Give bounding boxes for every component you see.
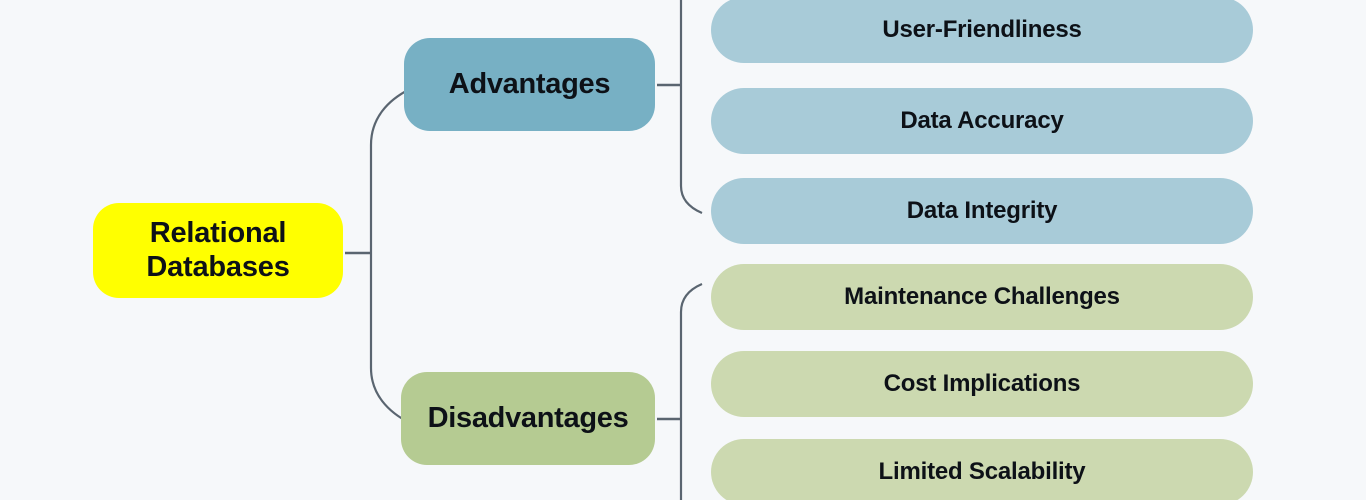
leaf-node-maintenance-challenges[interactable]: Maintenance Challenges xyxy=(711,264,1253,330)
leaf-node-cost-implications[interactable]: Cost Implications xyxy=(711,351,1253,417)
advantages-bracket-bottom-curve xyxy=(679,185,703,215)
leaf-node-cost-implications-label: Cost Implications xyxy=(883,370,1081,398)
leaf-node-user-friendliness[interactable]: User-Friendliness xyxy=(711,0,1253,63)
branch-node-disadvantages[interactable]: Disadvantages xyxy=(401,372,655,465)
disadvantages-bracket-top-curve xyxy=(679,282,703,313)
leaf-node-data-integrity[interactable]: Data Integrity xyxy=(711,178,1253,244)
leaf-node-data-accuracy[interactable]: Data Accuracy xyxy=(711,88,1253,154)
leaf-node-maintenance-challenges-label: Maintenance Challenges xyxy=(844,283,1120,311)
leaf-node-limited-scalability-label: Limited Scalability xyxy=(878,458,1086,486)
leaf-node-data-accuracy-label: Data Accuracy xyxy=(900,107,1064,135)
leaf-node-user-friendliness-label: User-Friendliness xyxy=(882,16,1082,44)
branch-node-disadvantages-label: Disadvantages xyxy=(427,401,629,434)
leaf-node-data-integrity-label: Data Integrity xyxy=(906,197,1058,225)
root-node-relational-databases[interactable]: Relational Databases xyxy=(93,203,343,298)
root-node-label: Relational Databases xyxy=(146,216,290,283)
leaf-node-limited-scalability[interactable]: Limited Scalability xyxy=(711,439,1253,500)
branch-node-advantages[interactable]: Advantages xyxy=(404,38,655,131)
branch-node-advantages-label: Advantages xyxy=(448,67,611,100)
